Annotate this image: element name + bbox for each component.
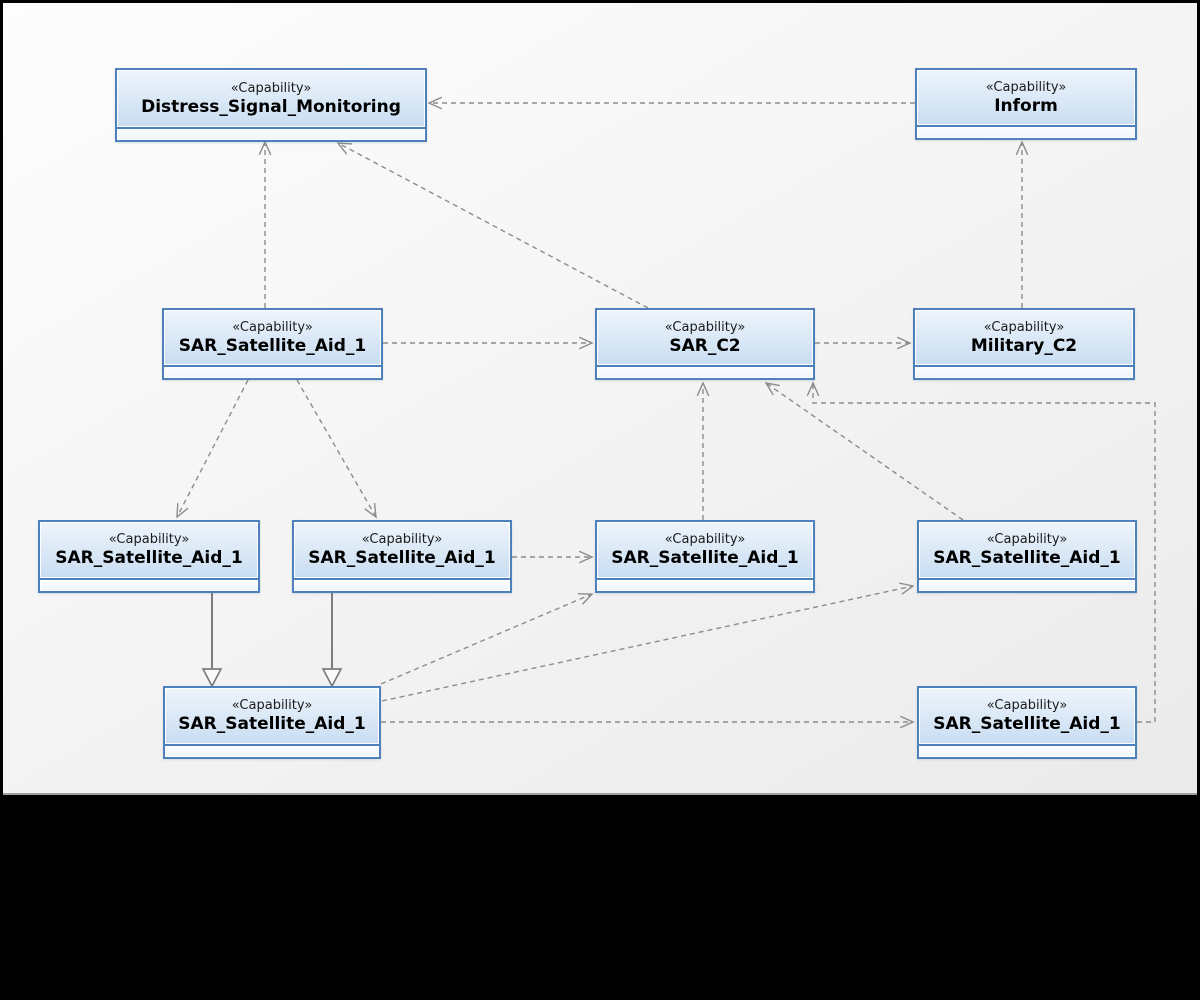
open-arrowhead-icon [1015, 140, 1029, 156]
node-empty-compartment [919, 580, 1135, 591]
node-name: SAR_Satellite_Aid_1 [308, 548, 496, 568]
node-stereotype: «Capability» [108, 532, 190, 547]
open-arrowhead-icon [696, 381, 710, 397]
capability-node-sar-c2[interactable]: «Capability»SAR_C2 [595, 308, 815, 380]
node-empty-compartment [117, 129, 425, 140]
node-header: «Capability»SAR_Satellite_Aid_1 [597, 522, 813, 580]
node-name: SAR_Satellite_Aid_1 [178, 714, 366, 734]
dependency-edge-sat-f-to-sar-c2[interactable] [812, 383, 1156, 723]
open-arrowhead-icon [176, 502, 189, 519]
node-name: Military_C2 [970, 335, 1078, 356]
node-empty-compartment [165, 746, 379, 757]
node-stereotype: «Capability» [985, 79, 1067, 95]
node-header: «Capability»Military_C2 [915, 310, 1133, 367]
node-stereotype: «Capability» [232, 319, 313, 335]
node-layer: «Capability»Distress_Signal_Monitoring«C… [38, 68, 1137, 759]
node-name: SAR_C2 [669, 335, 741, 356]
node-empty-compartment [294, 580, 510, 591]
capability-node-sat-a[interactable]: «Capability»SAR_Satellite_Aid_1 [38, 520, 260, 593]
node-header: «Capability»SAR_C2 [597, 310, 813, 367]
capability-node-sat-main[interactable]: «Capability»SAR_Satellite_Aid_1 [162, 308, 383, 380]
open-arrowhead-icon [764, 382, 780, 396]
dependency-edge-sat-d-to-sar-c2[interactable] [765, 382, 964, 521]
open-arrowhead-icon [806, 381, 820, 397]
open-arrowhead-icon [578, 336, 594, 350]
capability-node-distress[interactable]: «Capability»Distress_Signal_Monitoring [115, 68, 427, 142]
node-empty-compartment [597, 367, 813, 378]
generalization-arrowhead-icon [321, 668, 343, 688]
node-header: «Capability»SAR_Satellite_Aid_1 [294, 522, 510, 580]
node-name: Distress_Signal_Monitoring [141, 96, 401, 117]
open-arrowhead-icon [578, 550, 594, 564]
open-arrowhead-icon [427, 96, 443, 110]
open-arrowhead-icon [577, 593, 594, 605]
node-empty-compartment [917, 127, 1135, 138]
capability-node-sat-e[interactable]: «Capability»SAR_Satellite_Aid_1 [163, 686, 381, 759]
capability-node-sat-f[interactable]: «Capability»SAR_Satellite_Aid_1 [917, 686, 1137, 759]
node-name: SAR_Satellite_Aid_1 [611, 548, 799, 568]
node-name: SAR_Satellite_Aid_1 [178, 335, 367, 356]
capability-node-sat-d[interactable]: «Capability»SAR_Satellite_Aid_1 [917, 520, 1137, 593]
diagram-canvas: «Capability»Distress_Signal_Monitoring«C… [0, 0, 1200, 795]
open-arrowhead-icon [336, 142, 353, 155]
node-name: SAR_Satellite_Aid_1 [933, 714, 1121, 734]
node-name: SAR_Satellite_Aid_1 [933, 548, 1121, 568]
node-header: «Capability»SAR_Satellite_Aid_1 [165, 688, 379, 746]
bottom-black-band [0, 795, 1200, 1000]
node-stereotype: «Capability» [986, 532, 1068, 547]
node-header: «Capability»SAR_Satellite_Aid_1 [40, 522, 258, 580]
dependency-edge-sat-main-to-sat-a[interactable] [176, 379, 249, 518]
node-header: «Capability»Distress_Signal_Monitoring [117, 70, 425, 129]
node-stereotype: «Capability» [231, 698, 313, 713]
node-stereotype: «Capability» [664, 532, 746, 547]
node-name: Inform [994, 95, 1058, 116]
node-stereotype: «Capability» [361, 532, 443, 547]
open-arrowhead-icon [258, 140, 272, 156]
dependency-edge-sat-e-to-sat-c[interactable] [380, 593, 593, 685]
node-stereotype: «Capability» [664, 319, 746, 335]
node-stereotype: «Capability» [230, 80, 312, 96]
node-header: «Capability»SAR_Satellite_Aid_1 [164, 310, 381, 367]
node-header: «Capability»SAR_Satellite_Aid_1 [919, 522, 1135, 580]
open-arrowhead-icon [364, 503, 377, 519]
capability-node-sat-c[interactable]: «Capability»SAR_Satellite_Aid_1 [595, 520, 815, 593]
open-arrowhead-icon [899, 582, 915, 595]
node-empty-compartment [915, 367, 1133, 378]
edge-layer [176, 96, 1156, 729]
node-name: SAR_Satellite_Aid_1 [55, 548, 243, 568]
node-header: «Capability»SAR_Satellite_Aid_1 [919, 688, 1135, 746]
node-empty-compartment [164, 367, 381, 378]
capability-node-military-c2[interactable]: «Capability»Military_C2 [913, 308, 1135, 380]
capability-node-sat-b[interactable]: «Capability»SAR_Satellite_Aid_1 [292, 520, 512, 593]
capability-node-inform[interactable]: «Capability»Inform [915, 68, 1137, 140]
generalization-arrowhead-icon [201, 668, 223, 688]
node-stereotype: «Capability» [986, 698, 1068, 713]
node-header: «Capability»Inform [917, 70, 1135, 127]
dependency-edge-sar-c2-to-distress[interactable] [337, 142, 649, 309]
dependency-edge-sat-e-to-sat-d[interactable] [381, 585, 914, 702]
node-empty-compartment [597, 580, 813, 591]
node-stereotype: «Capability» [983, 319, 1065, 335]
node-empty-compartment [40, 580, 258, 591]
node-empty-compartment [919, 746, 1135, 757]
open-arrowhead-icon [896, 336, 912, 350]
open-arrowhead-icon [899, 715, 915, 729]
